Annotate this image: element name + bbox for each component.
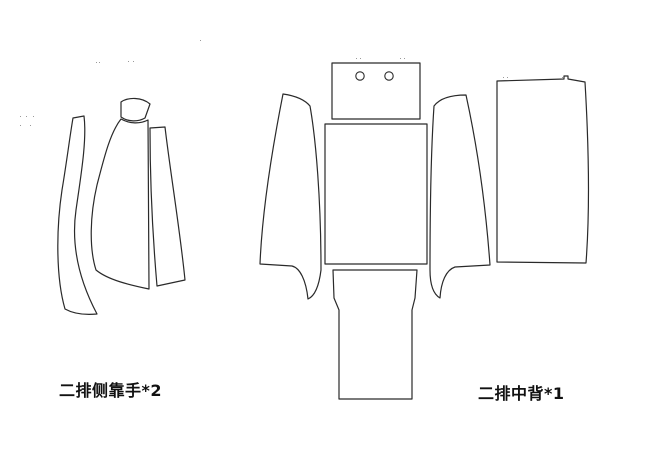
caption-middle-back: 二排中背*1	[478, 384, 565, 403]
mounting-hole-right	[384, 71, 394, 81]
armrest-middle-panel	[90, 118, 150, 290]
mounting-hole-left	[355, 71, 365, 81]
middle-back-center-panel	[324, 123, 428, 265]
middle-back-side-panel	[496, 75, 590, 264]
middle-back-right-wing	[429, 94, 491, 299]
middle-back-bottom-strip	[332, 269, 418, 400]
middle-back-left-wing	[259, 93, 322, 300]
armrest-top-cap	[120, 97, 151, 122]
armrest-right-strip	[149, 126, 186, 287]
middle-back-top-tab	[331, 62, 421, 120]
caption-armrest: 二排侧靠手*2	[59, 381, 163, 400]
armrest-left-strip	[57, 115, 98, 315]
